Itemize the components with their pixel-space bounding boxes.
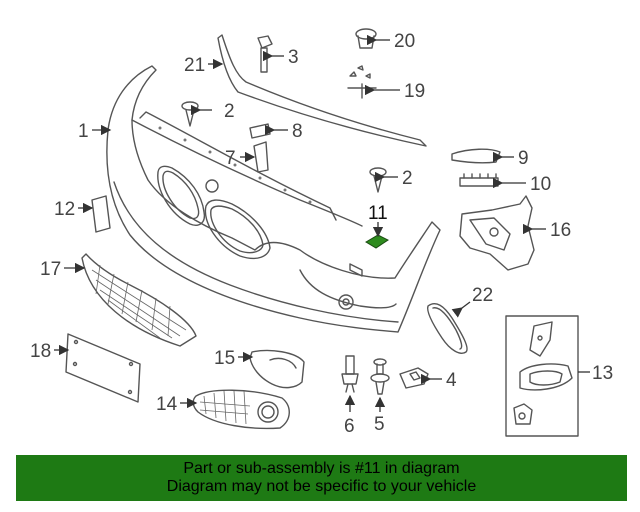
cover-part-15 [249, 349, 305, 389]
clip-part-5 [370, 358, 390, 395]
callout-2-upper: 2 [224, 101, 235, 122]
callout-19: 19 [404, 81, 425, 102]
callout-11: 11 [368, 203, 388, 224]
callout-1: 1 [78, 121, 89, 142]
bracket-part-16 [459, 195, 535, 271]
callout-5: 5 [374, 414, 385, 435]
callout-17: 17 [40, 259, 61, 280]
callout-18: 18 [30, 341, 51, 362]
callout-13: 13 [592, 363, 613, 384]
bracket-clip-part-4 [399, 367, 429, 389]
callout-21: 21 [184, 55, 205, 76]
callout-14: 14 [156, 394, 178, 415]
cap-part-20 [355, 28, 377, 49]
banner-line-2: Diagram may not be specific to your vehi… [166, 478, 477, 495]
screw-part-2-lower [369, 167, 387, 193]
callout-12: 12 [54, 199, 75, 220]
rail-part-10 [459, 173, 499, 187]
callout-9: 9 [518, 148, 529, 169]
callout-8: 8 [292, 121, 303, 142]
license-bracket-part-18 [65, 333, 141, 403]
strip-part-9 [451, 148, 501, 164]
trim-strip-part-21 [217, 34, 427, 147]
callout-2-lower: 2 [402, 168, 413, 189]
callout-labels: 1 2 2 3 4 5 6 7 8 9 10 11 12 13 14 15 16… [30, 31, 613, 437]
callout-6: 6 [344, 416, 355, 437]
lower-grille-part-17 [81, 253, 197, 347]
callout-15: 15 [214, 348, 235, 369]
clip-part-8 [249, 123, 271, 139]
callout-20: 20 [394, 31, 415, 52]
callout-10: 10 [530, 174, 551, 195]
banner-line-1: Part or sub-assembly is #11 in diagram [183, 460, 460, 477]
callout-7: 7 [225, 148, 236, 169]
leader-lines [54, 34, 590, 412]
info-banner: Part or sub-assembly is #11 in diagram D… [16, 455, 627, 501]
bracket-part-7 [253, 141, 269, 173]
push-pin-part-6 [341, 355, 359, 393]
highlighted-part-11 [365, 234, 389, 249]
reflector-part-22 [427, 302, 468, 354]
screw-part-2-upper [181, 101, 199, 127]
clips-part-19 [347, 65, 377, 99]
callout-22: 22 [472, 285, 493, 306]
fog-grille-part-14 [192, 389, 290, 430]
callout-16: 16 [550, 220, 571, 241]
bumper-cover-part-1 [106, 65, 441, 333]
flange-holes [158, 126, 312, 204]
kit-box-part-13 [505, 315, 579, 437]
part-12-plate [91, 195, 111, 233]
callout-3: 3 [288, 47, 299, 68]
bolt-part-3 [257, 35, 273, 73]
callout-4: 4 [446, 370, 457, 391]
